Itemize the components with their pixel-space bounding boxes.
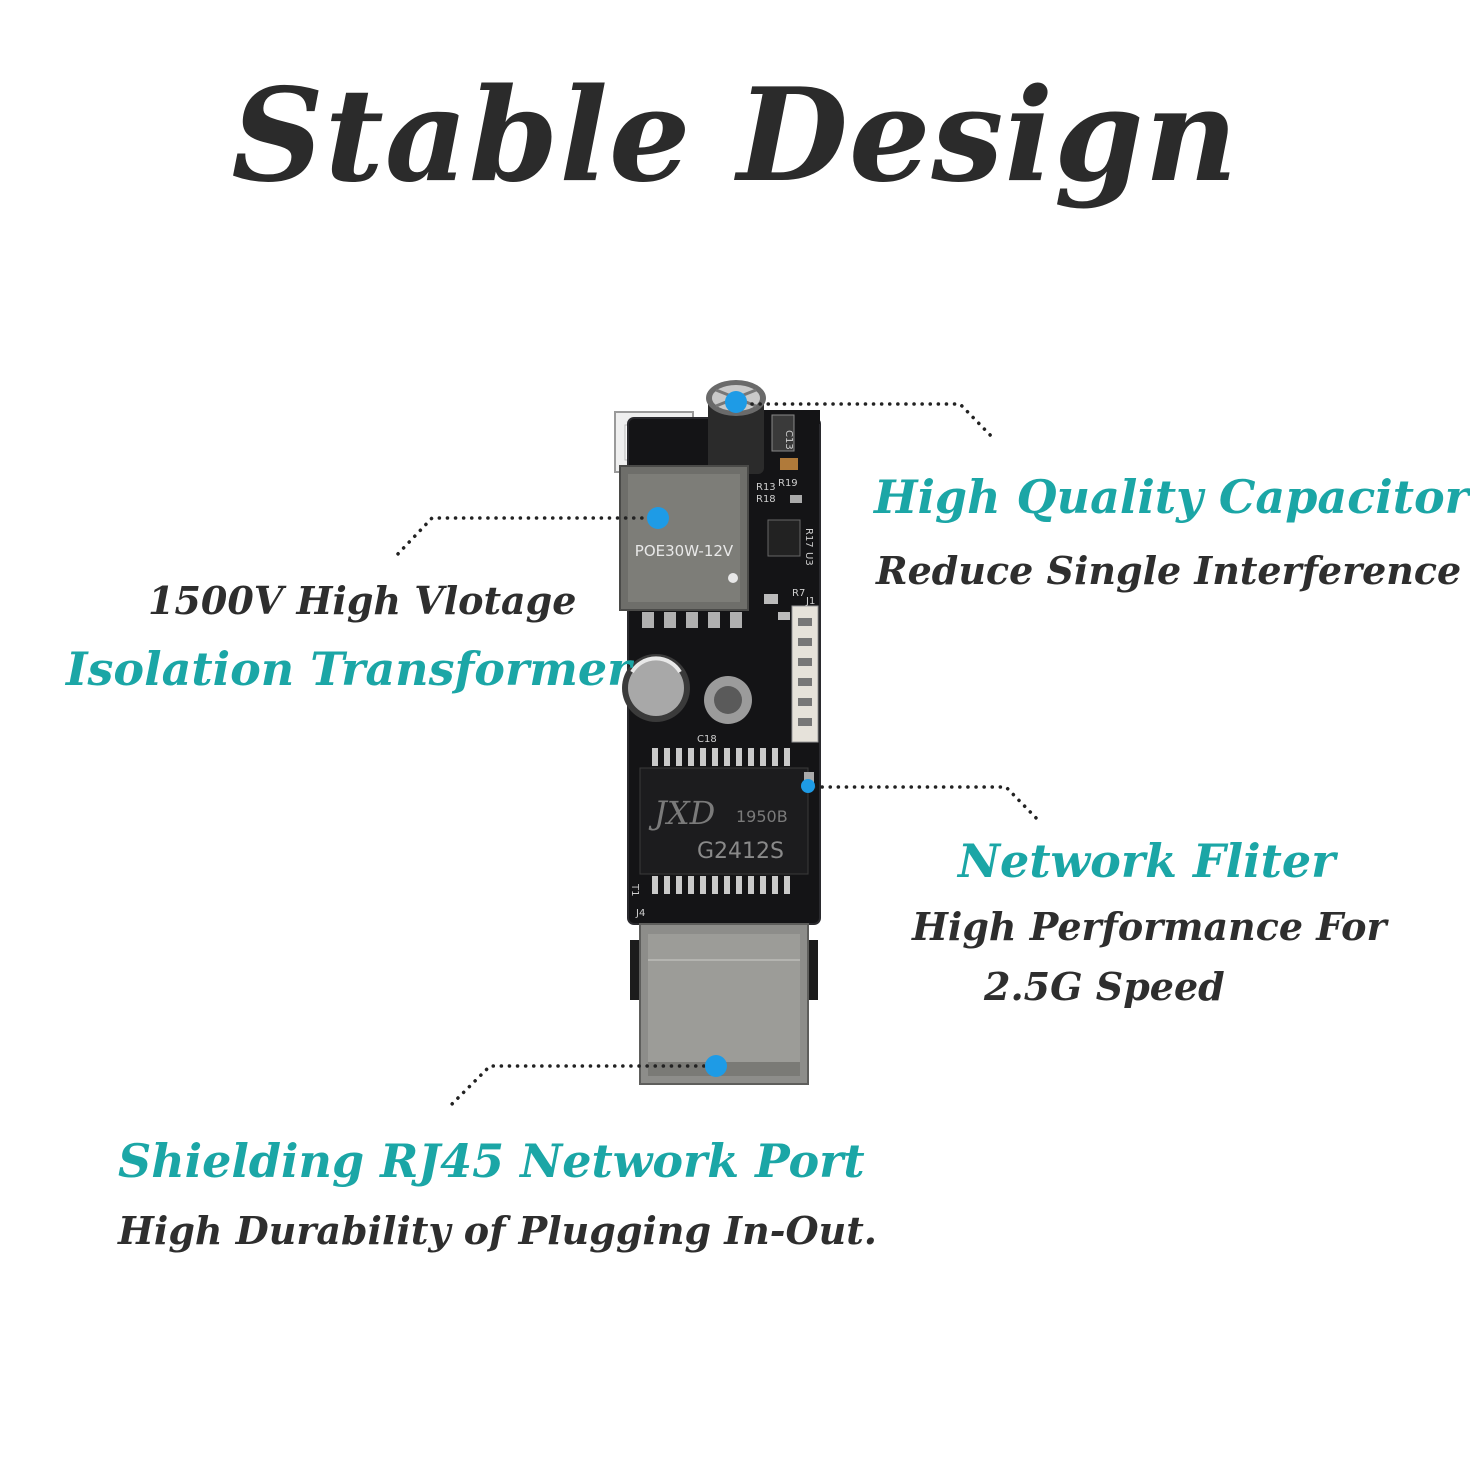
chip-model: G2412S	[697, 839, 784, 864]
silk-r7: R7	[792, 588, 805, 599]
filter-callout-desc2: 2.5G Speed	[984, 964, 1225, 1009]
capacitor-callout-title: High Quality Capacitor	[874, 470, 1469, 524]
marker-dot	[725, 391, 747, 413]
smd-components	[764, 414, 802, 620]
silk-j4: J4	[635, 908, 645, 919]
isolation-transformer: POE30W-12V	[619, 465, 749, 628]
silk-u3: U3	[803, 552, 814, 566]
silk-r17: R17	[803, 528, 814, 548]
rj45-port	[630, 923, 818, 1085]
transformer-callout-line1: 1500V High Vlotage	[148, 578, 577, 623]
filter-callout-title: Network Fliter	[958, 834, 1336, 888]
silk-j1: J1	[805, 596, 815, 607]
silk-c13: C13	[783, 430, 794, 450]
marker-dot	[801, 779, 815, 793]
port-callout-title: Shielding RJ45 Network Port	[118, 1134, 865, 1188]
callout-leaders	[394, 402, 1042, 1106]
transformer-callout-line2: Isolation Transformer	[66, 642, 632, 696]
network-filter-chip: JXD 1950B G2412S	[639, 748, 814, 894]
page-title: Stable Design	[231, 61, 1239, 211]
silk-r19: R19	[778, 478, 798, 489]
filter-callout-desc1: High Performance For	[912, 904, 1387, 949]
capacitor-callout-desc: Reduce Single Interference	[876, 548, 1462, 593]
chip-code: 1950B	[736, 807, 788, 826]
side-connector	[791, 605, 819, 743]
mounting-hole	[704, 676, 752, 724]
transformer-marking: POE30W-12V	[635, 542, 734, 560]
silk-r13: R13	[756, 482, 776, 493]
port-callout-desc: High Durability of Plugging In-Out.	[118, 1208, 877, 1253]
silk-t1: T1	[629, 883, 640, 896]
callout-markers	[647, 391, 815, 1077]
chip-brand: JXD	[648, 794, 715, 832]
marker-dot	[705, 1055, 727, 1077]
silk-r18: R18	[756, 494, 776, 505]
marker-dot	[647, 507, 669, 529]
middle-capacitor	[622, 654, 690, 722]
silk-c18: C18	[697, 734, 717, 745]
